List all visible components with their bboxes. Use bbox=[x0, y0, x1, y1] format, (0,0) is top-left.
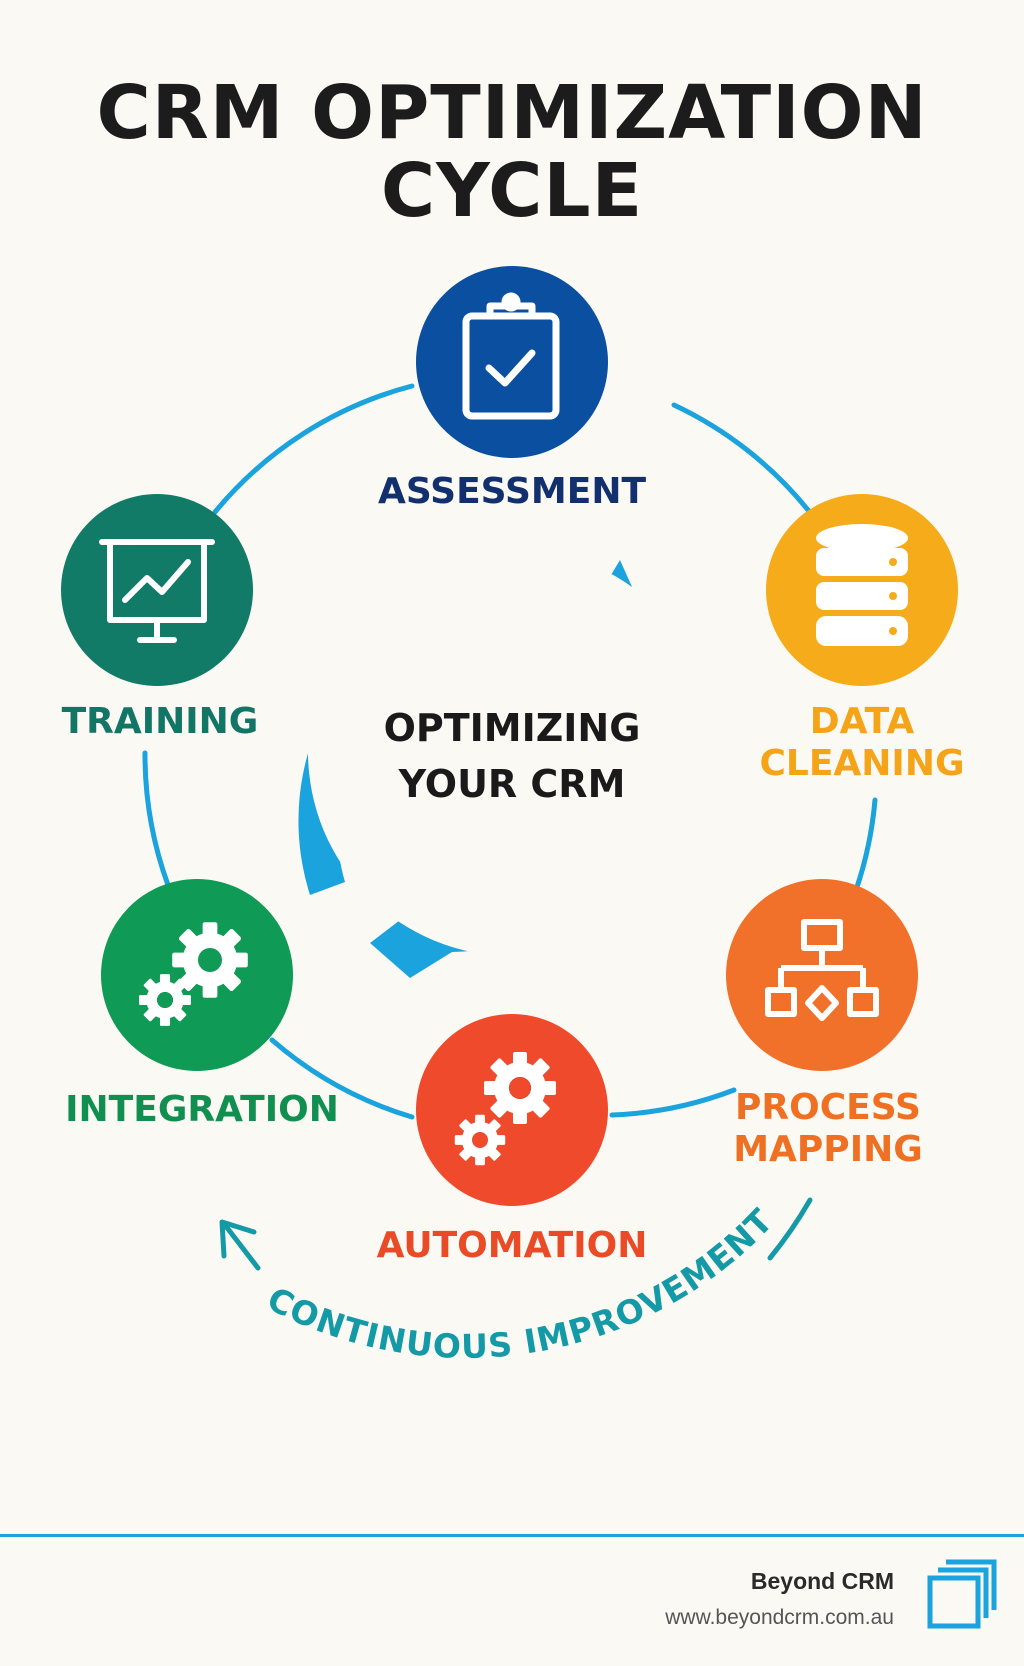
flowchart-icon bbox=[765, 919, 879, 1021]
center-label-line-2: YOUR CRM bbox=[398, 762, 626, 806]
step-assessment-circle bbox=[416, 266, 608, 458]
step-label-process-mapping-line-1: PROCESS bbox=[735, 1087, 921, 1128]
step-data-cleaning-circle bbox=[766, 494, 958, 686]
step-label-training: TRAINING bbox=[61, 701, 259, 742]
step-automation-circle bbox=[416, 1014, 608, 1206]
database-icon bbox=[816, 524, 908, 646]
center-circle-fill bbox=[308, 548, 716, 956]
step-process-mapping-circle bbox=[726, 879, 918, 1071]
step-training-circle bbox=[61, 494, 253, 686]
footer-website-url[interactable]: www.beyondcrm.com.au bbox=[665, 1606, 894, 1629]
step-label-data-cleaning-line-1: DATA bbox=[809, 701, 915, 742]
outer-ring bbox=[142, 383, 878, 1120]
cycle-diagram: CONTINUOUS IMPROVEMENT bbox=[61, 266, 958, 1366]
presentation-chart-icon bbox=[99, 539, 215, 643]
step-label-assessment: ASSESSMENT bbox=[377, 471, 647, 512]
gears-icon bbox=[454, 1052, 556, 1166]
page-title-line-2: CYCLE bbox=[380, 148, 644, 234]
center-label-line-1: OPTIMIZING bbox=[383, 706, 641, 750]
step-label-data-cleaning-line-2: CLEANING bbox=[759, 743, 965, 784]
step-label-automation: AUTOMATION bbox=[376, 1225, 648, 1266]
footer-brand-name: Beyond CRM bbox=[750, 1568, 894, 1594]
beyond-crm-logo-icon bbox=[927, 1559, 997, 1629]
clipboard-check-icon bbox=[462, 292, 560, 420]
step-label-integration: INTEGRATION bbox=[65, 1089, 339, 1130]
step-label-process-mapping-line-2: MAPPING bbox=[733, 1129, 923, 1170]
step-integration-circle bbox=[101, 879, 293, 1071]
page-title-line-1: CRM OPTIMIZATION bbox=[96, 70, 928, 156]
gears-icon bbox=[139, 922, 248, 1026]
footer-divider bbox=[0, 1534, 1024, 1537]
